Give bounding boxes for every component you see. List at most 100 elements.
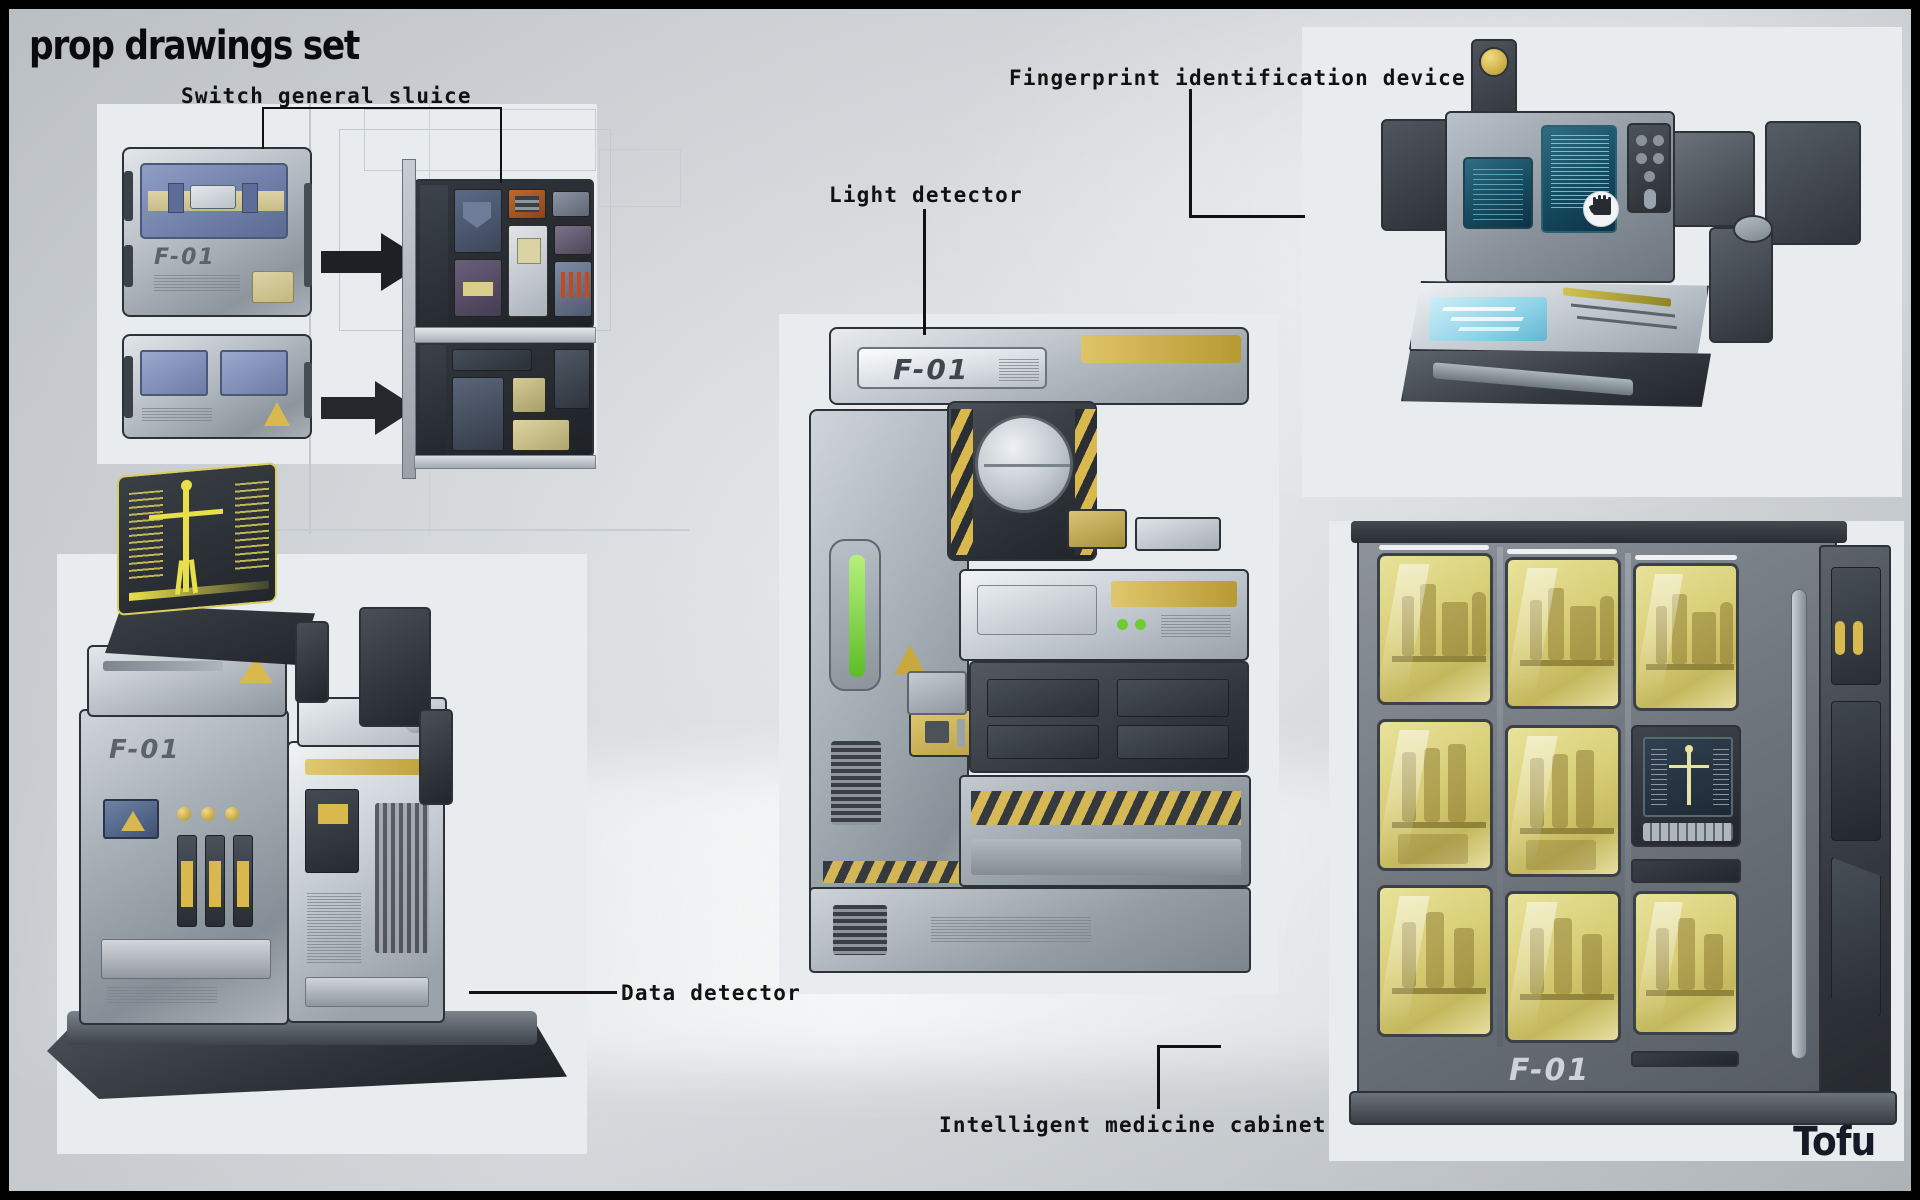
scan-tray-line	[1571, 303, 1675, 318]
cabinet-compartment[interactable]	[1633, 891, 1739, 1035]
tower-footer-drawer[interactable]	[305, 977, 429, 1007]
leader-line	[1189, 89, 1192, 217]
bay-lower-crate	[512, 377, 546, 413]
bay-shelf-item	[454, 189, 502, 253]
data-detector-back-stack	[295, 621, 329, 703]
label-light-detector: Light detector	[829, 183, 1023, 207]
base-rail-bar	[1433, 362, 1633, 396]
tower-indicator	[318, 804, 348, 824]
cabinet-compartment[interactable]	[1632, 563, 1739, 711]
data-detector-left-body[interactable]: F-01	[79, 709, 289, 1025]
bay-gray-box	[552, 191, 590, 217]
light-detector-nameplate: F-01	[857, 347, 1047, 389]
holo-status-bar	[129, 580, 269, 601]
switch-panel-closed-lower[interactable]	[122, 334, 312, 439]
console-gold-strip	[1111, 581, 1237, 607]
bay-tool-rack	[554, 261, 592, 317]
data-detector-holo-screen[interactable]	[117, 462, 277, 616]
label-medicine-cabinet: Intelligent medicine cabinet	[939, 1113, 1327, 1137]
lower-block-hatch	[1117, 725, 1229, 759]
wireframe-guide	[599, 149, 681, 207]
bay-lower-box	[512, 419, 570, 451]
label-switch-general-sluice: Switch general sluice	[181, 84, 472, 108]
switch-upper-model-code: F-01	[154, 245, 216, 270]
switch-lower-hinge	[124, 356, 133, 418]
label-data-detector: Data detector	[621, 981, 801, 1005]
column-vent	[831, 741, 881, 825]
bay-white-cabinet	[508, 225, 548, 317]
fingerprint-side-arm	[1709, 227, 1773, 343]
holo-figure-torso	[183, 487, 189, 593]
cabinet-compartment[interactable]	[1504, 891, 1621, 1043]
light-detector-lower-block	[969, 661, 1249, 773]
console-microtext	[1161, 615, 1231, 637]
leader-line	[1189, 215, 1305, 218]
cabinet-compartment[interactable]	[1376, 719, 1493, 871]
light-detector-base-block	[959, 775, 1251, 887]
leader-line	[262, 107, 502, 109]
cabinet-compartment[interactable]	[1376, 885, 1493, 1037]
palm-hand-icon	[1583, 191, 1619, 227]
warning-triangle-icon	[121, 811, 145, 831]
fingerprint-holo-screen[interactable]	[1541, 125, 1619, 233]
sheet-canvas: F-01	[9, 9, 1911, 1191]
light-detector-overhead-arm: F-01	[829, 327, 1249, 405]
slot-indicator	[209, 861, 221, 907]
cabinet-model-code: F-01	[1509, 1053, 1591, 1088]
screen-figure-torso	[1687, 751, 1691, 805]
bay-door-edge	[420, 345, 446, 455]
cabinet-service-strip	[1631, 1051, 1739, 1067]
light-detector-console[interactable]	[959, 569, 1249, 661]
cabinet-side-indicator	[1835, 621, 1845, 655]
switch-bay-open-lower[interactable]	[414, 339, 594, 457]
console-tray	[977, 585, 1097, 635]
bay-lower-shelf	[452, 349, 532, 371]
lower-block-hatch	[987, 725, 1099, 759]
fingerprint-left-wing	[1381, 119, 1453, 231]
holo-figure-head	[181, 479, 192, 492]
bay-locker-light	[463, 282, 493, 296]
bay-lower-unit	[452, 377, 504, 451]
switch-panel-closed-upper[interactable]: F-01	[122, 147, 312, 317]
fingerprint-right-wing	[1669, 131, 1755, 227]
screen-figure-head	[1685, 745, 1693, 753]
switch-upper-hinge	[124, 171, 133, 221]
cabinet-screen-bezel	[1631, 725, 1741, 847]
fingerprint-gold-lamp	[1479, 47, 1509, 77]
fingerprint-scan-tray[interactable]	[1409, 281, 1709, 359]
arm-gold-strip	[1081, 335, 1241, 363]
switch-bay-open-upper[interactable]	[414, 179, 594, 329]
leader-line	[1157, 1045, 1160, 1109]
leader-line	[1157, 1045, 1221, 1048]
label-fingerprint-device: Fingerprint identification device	[1009, 66, 1466, 90]
side-wall-panel	[1831, 701, 1881, 841]
bay-cabinet-panel	[517, 238, 541, 264]
bay-chevron-icon	[463, 202, 491, 228]
cabinet-keypad[interactable]	[1643, 823, 1733, 841]
cabinet-compartment[interactable]	[1504, 725, 1621, 877]
leader-line	[469, 991, 617, 994]
switch-upper-clamp	[242, 183, 258, 213]
data-detector-drawer[interactable]	[101, 939, 271, 979]
slot-indicator	[237, 861, 249, 907]
side-wall-panel	[1831, 857, 1881, 1017]
bay-frame-base	[414, 455, 596, 469]
nameplate-microtext	[999, 359, 1039, 381]
cabinet-light-bar	[1635, 555, 1737, 560]
holo-readout-right	[235, 480, 269, 574]
data-detector-right-tower[interactable]	[287, 741, 445, 1023]
transition-arrow-lower	[319, 379, 419, 437]
lower-block-hatch	[1117, 679, 1229, 717]
slot-indicator	[181, 861, 193, 907]
light-detector-plinth	[809, 887, 1251, 973]
console-led	[1117, 619, 1128, 630]
indicator-lamp	[177, 807, 191, 821]
console-led	[1135, 619, 1146, 630]
cabinet-display-screen[interactable]	[1643, 737, 1733, 817]
cabinet-handle-rail[interactable]	[1791, 589, 1807, 1059]
cabinet-compartment[interactable]	[1504, 557, 1621, 709]
cabinet-compartment[interactable]	[1376, 553, 1493, 705]
column-green-indicator	[849, 555, 865, 677]
tower-dark-panel	[305, 789, 359, 873]
